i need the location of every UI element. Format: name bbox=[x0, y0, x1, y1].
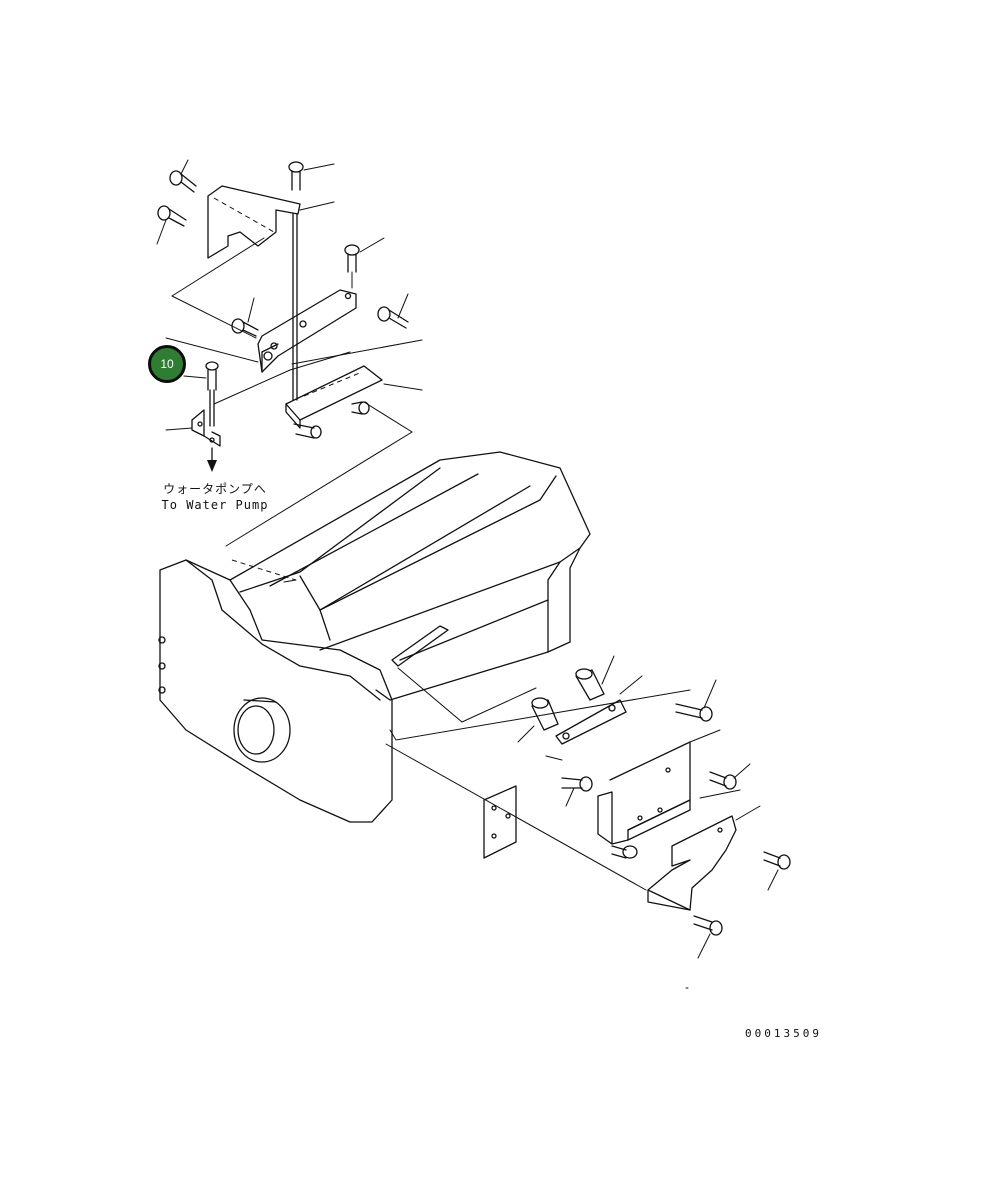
bolt-icon bbox=[561, 776, 593, 807]
pipe-outlet bbox=[233, 697, 291, 763]
bracket-plate-lower-right bbox=[597, 741, 691, 845]
bolt-icon bbox=[611, 845, 638, 859]
lower-bracket-assembly bbox=[483, 655, 791, 989]
bolt-icon bbox=[377, 293, 409, 329]
mounting-plate bbox=[285, 365, 383, 421]
arrow-down-icon bbox=[207, 447, 217, 472]
spacer-icon bbox=[293, 423, 322, 439]
upper-bracket-assembly bbox=[156, 159, 423, 547]
bolt-icon bbox=[156, 205, 187, 245]
callout-badge-10[interactable]: 10 bbox=[148, 345, 186, 383]
callout-number: 10 bbox=[160, 357, 174, 371]
guard-plate bbox=[647, 815, 737, 911]
part-10-bracket bbox=[165, 361, 221, 472]
main-housing bbox=[158, 451, 591, 823]
bolt-icon bbox=[344, 237, 385, 289]
spacer-icon bbox=[351, 401, 370, 415]
bolt-icon bbox=[763, 851, 791, 891]
bolt-icon bbox=[231, 297, 259, 337]
direction-label-jp: ウォータポンプへ bbox=[163, 482, 267, 496]
bolt-icon bbox=[288, 161, 335, 191]
bolt-icon bbox=[675, 679, 717, 722]
bracket-plate-upper bbox=[207, 185, 301, 259]
bracket-plate-lower-left bbox=[483, 785, 517, 859]
spacer-icon bbox=[517, 697, 559, 743]
bolt-icon bbox=[169, 159, 197, 193]
bolt-icon bbox=[709, 763, 751, 790]
direction-label-en: To Water Pump bbox=[161, 498, 269, 512]
spacer-icon bbox=[575, 655, 615, 701]
bolt-icon bbox=[693, 915, 723, 959]
bolt-icon bbox=[183, 361, 219, 391]
drawing-code: 00013509 bbox=[745, 1027, 822, 1040]
bracket-plate-middle bbox=[257, 289, 357, 373]
